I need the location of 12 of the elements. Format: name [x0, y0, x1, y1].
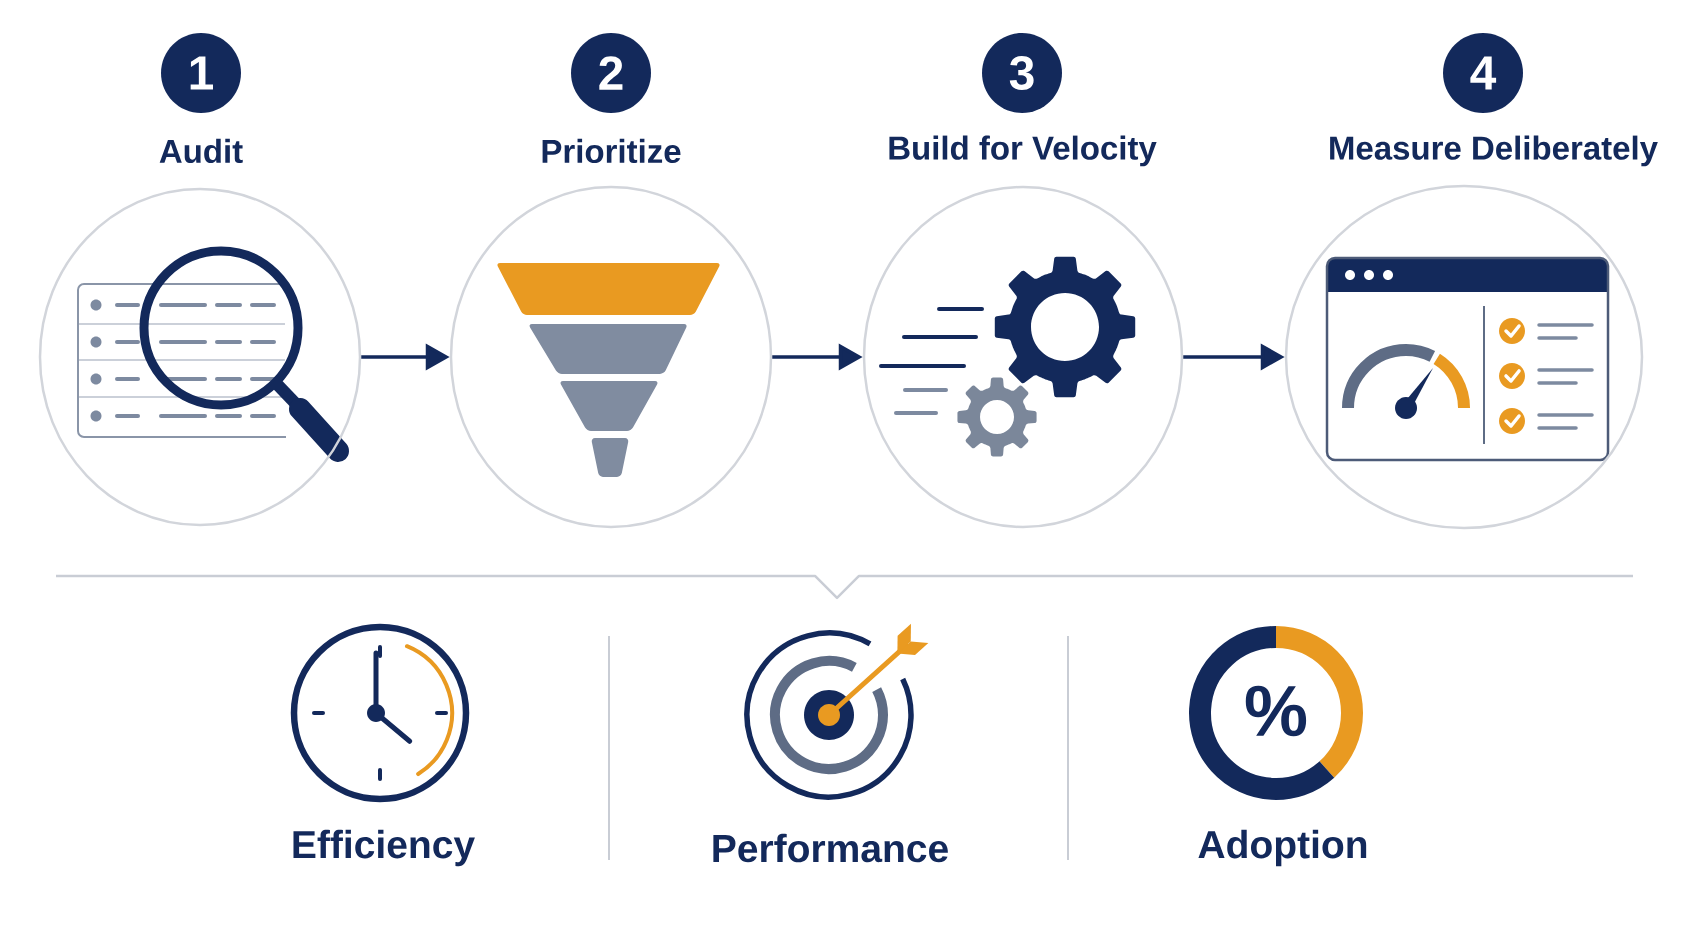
step-title: Prioritize	[542, 138, 681, 164]
metric-label: Adoption	[1198, 829, 1367, 867]
number-badge: 3	[982, 33, 1062, 113]
metric-label: Efficiency	[293, 829, 475, 867]
step-title: Audit	[159, 138, 243, 164]
number-badge: 4	[1443, 33, 1523, 113]
step-title: Measure Deliberately	[1330, 135, 1658, 167]
percent-sign: %	[1245, 685, 1307, 737]
number-badge: 1	[161, 33, 241, 113]
metric-label: Performance	[713, 833, 948, 863]
number-badge: 2	[571, 33, 651, 113]
step-title: Build for Velocity	[889, 135, 1157, 167]
